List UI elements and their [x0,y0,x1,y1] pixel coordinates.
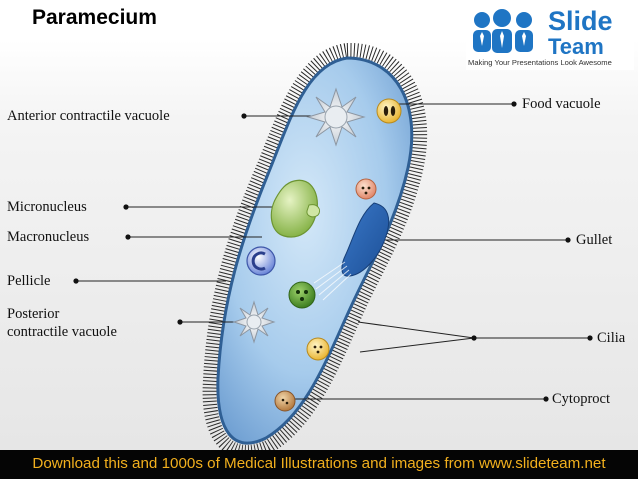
micronucleus [270,179,318,238]
leader-dots [73,101,593,402]
anterior-contractile-vacuole [306,87,366,147]
food-vacuole [376,98,402,124]
label-cytoproct: Cytoproct [552,391,610,407]
label-cilia: Cilia [597,330,626,346]
page-title: Paramecium [32,6,157,29]
slideteam-logo: Slide Team Making Your Presentations Loo… [466,4,634,70]
label-anterior-contractile-vacuole: Anterior contractile vacuole [7,108,170,124]
cytoproct [274,390,296,412]
label-food-vacuole: Food vacuole [522,96,601,112]
gullet [341,202,390,277]
oral-groove-lines [313,261,352,301]
food-vacuole-green [288,281,316,309]
cell-body [216,56,414,445]
paramecium-diagram [73,42,593,450]
footer-bar [0,450,638,479]
macronucleus [246,246,276,276]
logo-word-slide: Slide [548,6,613,36]
logo-word-team: Team [548,34,604,59]
small-vacuole-pink [355,178,377,200]
posterior-contractile-vacuole [232,300,276,344]
label-posterior-line2: contractile vacuole [7,324,117,340]
cilia-fringe [202,42,427,450]
label-pellicle: Pellicle [7,273,51,289]
label-macronucleus: Macronucleus [7,229,90,245]
food-vacuole-yellow [306,337,330,361]
label-micronucleus: Micronucleus [7,199,87,215]
logo-tagline: Making Your Presentations Look Awesome [468,58,612,67]
label-posterior-line1: Posterior [7,306,60,322]
footer-download-link[interactable]: Download this and 1000s of Medical Illus… [32,455,606,472]
people-icon [473,9,533,53]
label-gullet: Gullet [576,232,613,248]
micronucleus-bud [306,204,321,218]
